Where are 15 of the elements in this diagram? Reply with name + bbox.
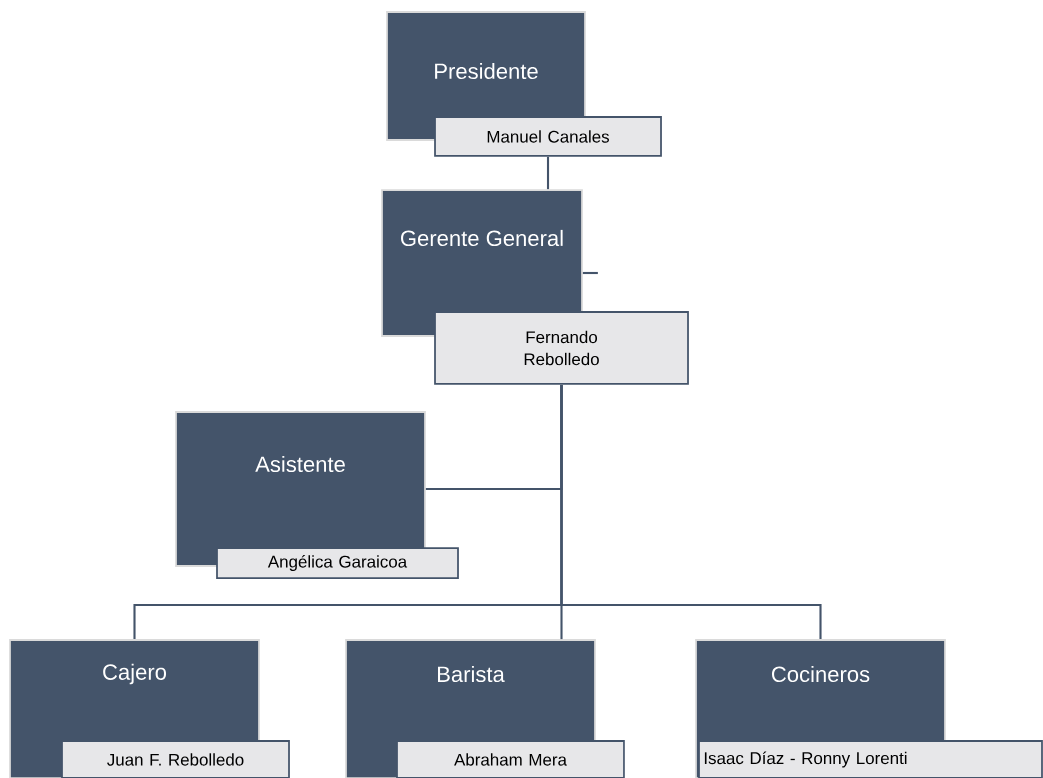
role-title: Cocineros [772, 665, 870, 683]
connector-line [546, 156, 550, 190]
name-tag: Angélica Garaicoa [216, 547, 459, 579]
role-title: Presidente [435, 62, 538, 80]
role-title: Cajero [103, 663, 167, 685]
name-tag: Juan F. Rebolledo [61, 740, 290, 778]
name-tag: Manuel Canales [434, 116, 662, 157]
name-tag: Abraham Mera [396, 740, 625, 778]
name-tag: Fernando Rebolledo [434, 311, 689, 385]
connector-line [582, 271, 598, 275]
role-title: Asistente [255, 455, 345, 473]
connector-line [560, 384, 822, 640]
role-title: Gerente General [401, 229, 563, 247]
role-title: Barista [438, 665, 505, 683]
name-tag: Isaac Díaz - Ronny Lorenti [698, 740, 1043, 778]
